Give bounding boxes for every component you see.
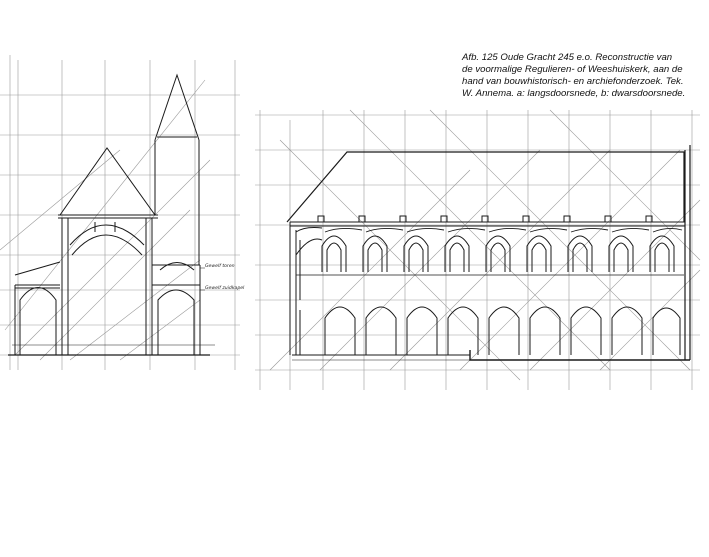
annotation-tower-vault: Gewelf toren	[205, 264, 235, 269]
figure-caption: Afb. 125 Oude Gracht 245 e.o. Reconstruc…	[462, 52, 702, 100]
vault-corbels	[317, 215, 653, 223]
cross-section-grid	[0, 55, 240, 370]
longitudinal-section-drawing	[255, 109, 701, 390]
caption-line-3: hand van bouwhistorisch- en archiefonder…	[462, 76, 684, 87]
caption-line-2: de voormalige Regulieren- of Weeshuisker…	[462, 64, 683, 75]
vault-ribs	[295, 227, 683, 233]
annotation-south-chapel-vault: Gewelf zuidkapel	[205, 286, 245, 291]
arcade-arches	[324, 306, 681, 355]
caption-line-1: Afb. 125 Oude Gracht 245 e.o. Reconstruc…	[462, 52, 673, 63]
clerestory-windows	[321, 235, 675, 272]
cross-section-drawing	[0, 55, 240, 370]
longitudinal-section-grid	[255, 109, 701, 390]
caption-line-4: W. Annema. a: langsdoorsnede, b: dwarsdo…	[462, 88, 686, 99]
